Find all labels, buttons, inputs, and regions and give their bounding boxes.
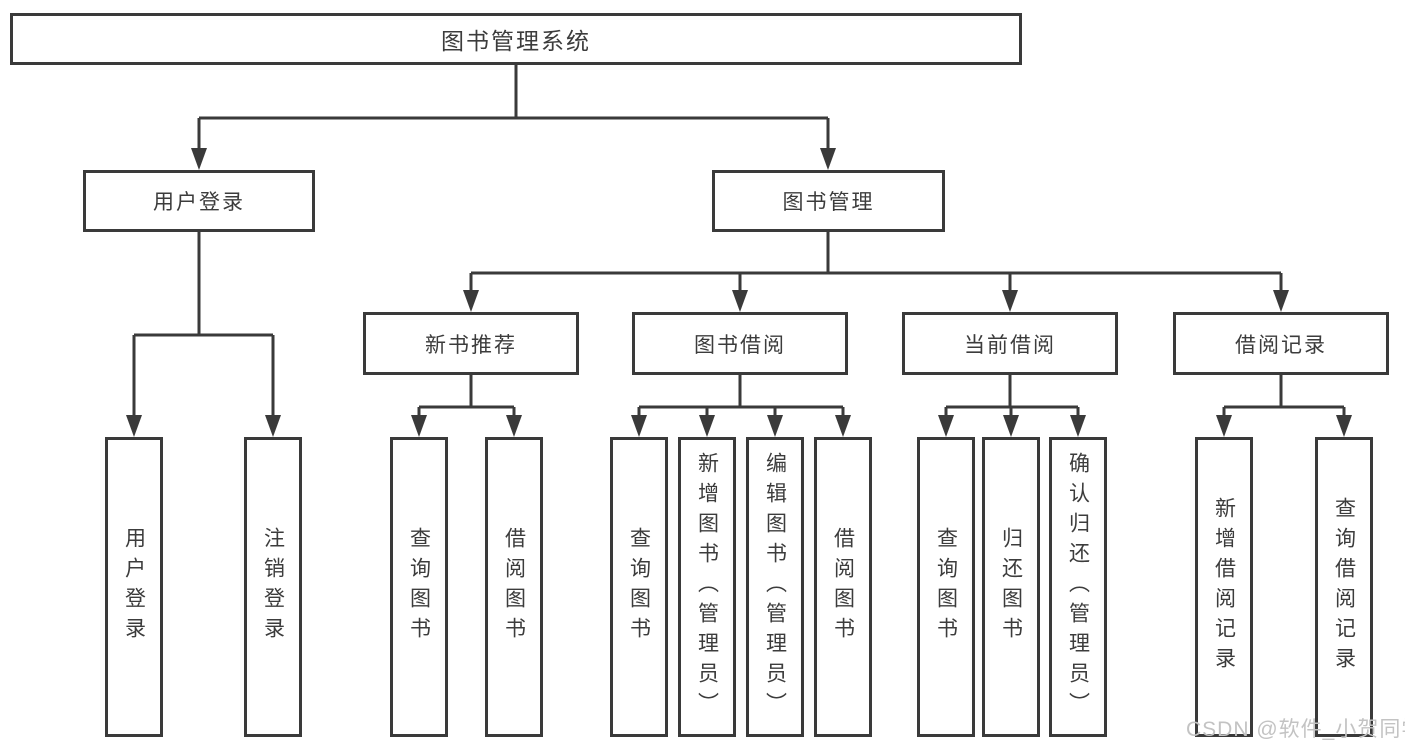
arrow-head xyxy=(265,415,281,437)
watermark: CSDN @软件_小贺同学 xyxy=(1186,718,1405,741)
leaf-add-borrow-record: 新增借阅记录 xyxy=(1195,437,1253,737)
leaf-return-book: 归还图书 xyxy=(982,437,1040,737)
leaf-query-borrow-record-label: 查询借阅记录 xyxy=(1332,497,1356,677)
node-book-management: 图书管理 xyxy=(712,170,945,232)
node-user-login-label: 用户登录 xyxy=(153,191,245,214)
arrow-head xyxy=(126,415,142,437)
leaf-borrow-books-recommend: 借阅图书 xyxy=(485,437,543,737)
arrow-head xyxy=(767,415,783,437)
leaf-query-books-current-label: 查询图书 xyxy=(934,527,958,647)
arrow-head xyxy=(1273,290,1289,312)
arrow-head xyxy=(820,148,836,170)
leaf-add-book-admin: 新增图书（管理员） xyxy=(678,437,736,737)
leaf-borrow-books-label: 借阅图书 xyxy=(831,527,855,647)
leaf-query-books-borrow-label: 查询图书 xyxy=(627,527,651,647)
arrow-head xyxy=(1003,415,1019,437)
leaf-edit-book-admin-label: 编辑图书（管理员） xyxy=(763,452,787,722)
arrow-head xyxy=(631,415,647,437)
leaf-confirm-return-admin: 确认归还（管理员） xyxy=(1049,437,1107,737)
arrow-head xyxy=(732,290,748,312)
leaf-user-login: 用户登录 xyxy=(105,437,163,737)
node-borrow-records-label: 借阅记录 xyxy=(1235,333,1327,357)
leaf-query-borrow-record: 查询借阅记录 xyxy=(1315,437,1373,737)
arrow-head xyxy=(835,415,851,437)
leaf-query-books-current: 查询图书 xyxy=(917,437,975,737)
node-book-borrow: 图书借阅 xyxy=(632,312,848,375)
leaf-add-borrow-record-label: 新增借阅记录 xyxy=(1212,497,1236,677)
node-user-login: 用户登录 xyxy=(83,170,315,232)
node-new-book-recommend: 新书推荐 xyxy=(363,312,579,375)
arrow-head xyxy=(411,415,427,437)
leaf-query-books-recommend: 查询图书 xyxy=(390,437,448,737)
arrow-head xyxy=(463,290,479,312)
arrow-head xyxy=(506,415,522,437)
node-book-borrow-label: 图书借阅 xyxy=(694,333,786,357)
arrow-head xyxy=(699,415,715,437)
leaf-return-book-label: 归还图书 xyxy=(999,527,1023,647)
leaf-borrow-books: 借阅图书 xyxy=(814,437,872,737)
leaf-add-book-admin-label: 新增图书（管理员） xyxy=(695,452,719,722)
arrow-head xyxy=(1336,415,1352,437)
leaf-edit-book-admin: 编辑图书（管理员） xyxy=(746,437,804,737)
node-root: 图书管理系统 xyxy=(10,13,1022,65)
arrow-head xyxy=(938,415,954,437)
arrow-head xyxy=(1070,415,1086,437)
node-borrow-records: 借阅记录 xyxy=(1173,312,1389,375)
leaf-logout: 注销登录 xyxy=(244,437,302,737)
node-new-book-recommend-label: 新书推荐 xyxy=(425,333,517,357)
node-book-management-label: 图书管理 xyxy=(782,191,875,214)
leaf-logout-label: 注销登录 xyxy=(261,527,285,647)
arrow-head xyxy=(191,148,207,170)
arrow-head xyxy=(1002,290,1018,312)
node-current-borrow: 当前借阅 xyxy=(902,312,1118,375)
leaf-query-books-recommend-label: 查询图书 xyxy=(407,527,431,647)
node-root-label: 图书管理系统 xyxy=(441,28,591,54)
leaf-query-books-borrow: 查询图书 xyxy=(610,437,668,737)
node-current-borrow-label: 当前借阅 xyxy=(964,333,1056,357)
leaf-borrow-books-recommend-label: 借阅图书 xyxy=(502,527,526,647)
leaf-confirm-return-admin-label: 确认归还（管理员） xyxy=(1066,452,1090,722)
arrow-head xyxy=(1216,415,1232,437)
leaf-user-login-label: 用户登录 xyxy=(122,527,146,647)
